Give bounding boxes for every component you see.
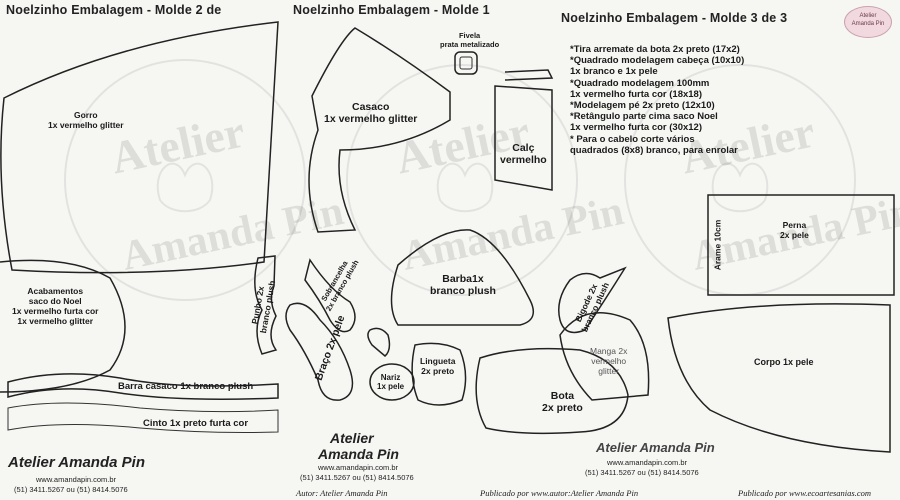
footer-right-brand: Atelier Amanda Pin bbox=[596, 440, 715, 455]
footer-left-phone: (51) 3411.5267 ou (51) 8414.5076 bbox=[14, 485, 128, 494]
footer-mid-url: www.amandapin.com.br bbox=[318, 463, 399, 472]
label-arame: Arame 10cm bbox=[712, 219, 723, 271]
instruction-line: * Para o cabelo corte vários bbox=[570, 133, 695, 145]
instruction-line: *Quadrado modelagem 100mm bbox=[570, 77, 710, 89]
shape-barba bbox=[390, 229, 535, 326]
corner-logo-line1: Atelier bbox=[859, 13, 877, 19]
footer-right-url: www.amandapin.com.br bbox=[607, 458, 688, 467]
footer-left-url: www.amandapin.com.br bbox=[36, 475, 117, 484]
shape-gorro bbox=[0, 21, 279, 274]
shape-braco bbox=[285, 302, 354, 401]
shape-perna bbox=[707, 194, 895, 296]
shape-bota bbox=[475, 347, 629, 435]
instruction-line: 1x vermelho furta cor (18x18) bbox=[570, 88, 703, 100]
footer-right-phone: (51) 3411.5267 ou (51) 8414.5076 bbox=[585, 468, 699, 477]
shape-sobrancelha bbox=[304, 258, 356, 333]
shape-fivela bbox=[454, 51, 478, 75]
shape-manga bbox=[559, 312, 650, 401]
panel-molde-1 bbox=[287, 0, 556, 500]
shape-bigode bbox=[558, 266, 627, 334]
shape-tira bbox=[504, 69, 554, 81]
instruction-line: *Retângulo parte cima saco Noel bbox=[570, 111, 718, 123]
panel-molde-2 bbox=[0, 0, 288, 500]
shape-barra-casaco bbox=[7, 373, 279, 400]
watermark-butterfly-mid bbox=[436, 162, 494, 213]
watermark-butterfly-right bbox=[711, 162, 769, 213]
label-barra-casaco: Barra casaco 1x branco plush bbox=[118, 381, 254, 392]
instruction-line: *Modelagem pé 2x preto (12x10) bbox=[570, 100, 715, 112]
shape-corpo bbox=[667, 303, 891, 453]
shape-nub bbox=[367, 327, 391, 357]
panel-molde-3 bbox=[555, 0, 900, 500]
footer-right-published-2: Publicado por www.ecoartesanias.com bbox=[738, 488, 871, 498]
watermark-butterfly-left bbox=[156, 162, 214, 213]
shape-fivela-inner bbox=[459, 56, 473, 70]
corner-logo-line2: Amanda Pin bbox=[851, 21, 885, 27]
shape-calca bbox=[494, 85, 553, 191]
instruction-line: 1x branco e 1x pele bbox=[570, 66, 658, 78]
title-molde-2: Noelzinho Embalagem - Molde 2 de bbox=[6, 3, 222, 17]
shape-acabamentos bbox=[0, 259, 126, 393]
instruction-line: *Quadrado modelagem cabeça (10x10) bbox=[570, 55, 745, 67]
instruction-line: *Tira arremate da bota 2x preto (17x2) bbox=[570, 44, 740, 55]
instruction-line: quadrados (8x8) branco, para enrolar bbox=[570, 144, 738, 156]
shape-cinto bbox=[7, 402, 279, 433]
footer-left-brand: Atelier Amanda Pin bbox=[8, 454, 145, 471]
footer-mid-brand-2: Amanda Pin bbox=[318, 446, 399, 462]
instructions-list: *Tira arremate da bota 2x preto (17x2) *… bbox=[570, 44, 744, 156]
footer-mid-author: Autor: Atelier Amanda Pin bbox=[296, 488, 388, 498]
title-molde-1: Noelzinho Embalagem - Molde 1 bbox=[293, 3, 490, 17]
title-molde-3: Noelzinho Embalagem - Molde 3 de 3 bbox=[561, 11, 788, 25]
shape-lingueta bbox=[411, 342, 467, 406]
watermark-circle-mid bbox=[346, 64, 578, 296]
label-cinto: Cinto 1x preto furta cor bbox=[143, 418, 249, 429]
footer-mid-brand-1: Atelier bbox=[330, 430, 374, 446]
watermark-circle-left bbox=[64, 59, 306, 301]
footer-mid-phone: (51) 3411.5267 ou (51) 8414.5076 bbox=[300, 473, 414, 482]
label-corpo: Corpo 1x pele bbox=[754, 357, 814, 367]
footer-right-published-1: Publicado por www.autor:Atelier Amanda P… bbox=[480, 488, 639, 498]
shape-nariz bbox=[369, 363, 415, 401]
instruction-line: 1x vermelho furta cor (30x12) bbox=[570, 122, 703, 134]
corner-logo: Atelier Amanda Pin bbox=[844, 6, 892, 38]
shape-casaco bbox=[308, 27, 451, 233]
shape-punho bbox=[254, 255, 278, 355]
